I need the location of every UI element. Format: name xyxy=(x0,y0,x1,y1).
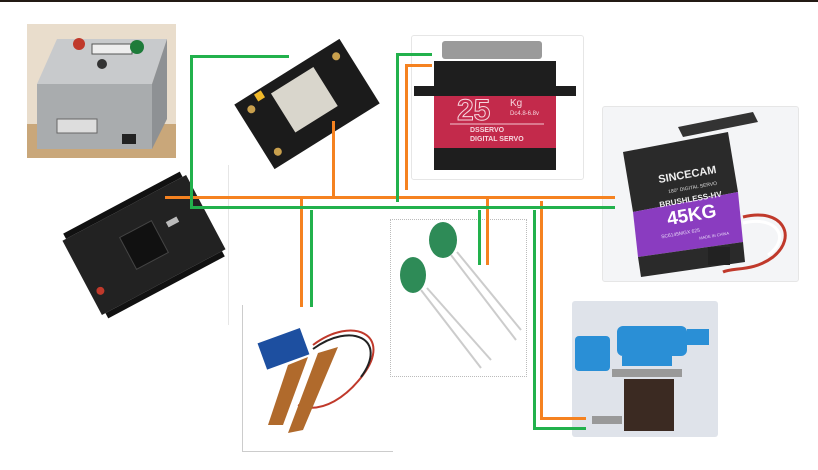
water-valve-image xyxy=(572,301,718,437)
green-wire-soil-sensor xyxy=(310,210,313,307)
green-wire-meter xyxy=(478,210,481,265)
servo-25kg-image: 25 Kg Dc4.8-6.8v DSSERVO DIGITAL SERVO xyxy=(411,35,584,180)
orange-wire-bus xyxy=(165,196,615,199)
servo-25kg-voltage: Dc4.8-6.8v xyxy=(510,111,540,117)
moisture-meter-image xyxy=(390,219,527,377)
orange-wire-servo25-h xyxy=(405,64,432,67)
green-wire-wifi-h xyxy=(190,55,289,58)
soil-sensor-image xyxy=(242,305,393,452)
orange-wire-valve-h xyxy=(540,417,586,420)
green-wire-valve-v xyxy=(533,210,536,430)
green-wire-servo25-h xyxy=(396,53,432,56)
orange-wire-wifi xyxy=(332,121,335,198)
green-wire-bus xyxy=(190,206,615,209)
servo-25kg-number: 25 xyxy=(456,94,491,128)
servo-45kg-image: SINCECAM 180° DIGITAL SERVO BRUSHLESS-HV… xyxy=(602,106,799,282)
top-border xyxy=(0,0,818,2)
orange-wire-meter xyxy=(486,197,489,265)
wifi-module-image xyxy=(232,36,382,172)
orange-wire-servo25-v xyxy=(405,64,408,190)
enclosure-image xyxy=(27,24,176,158)
green-wire-servo25-v xyxy=(396,53,399,202)
servo-25kg-unit: Kg xyxy=(510,98,523,109)
green-wire-valve-h xyxy=(533,427,586,430)
servo-25kg-brand: DSSERVO xyxy=(470,127,505,134)
orange-wire-soil-sensor xyxy=(300,197,303,307)
green-wire-wifi-v xyxy=(190,55,193,209)
servo-25kg-type: DIGITAL SERVO xyxy=(470,136,524,143)
mcu-board-image xyxy=(60,165,229,325)
orange-wire-valve-v xyxy=(540,201,543,420)
